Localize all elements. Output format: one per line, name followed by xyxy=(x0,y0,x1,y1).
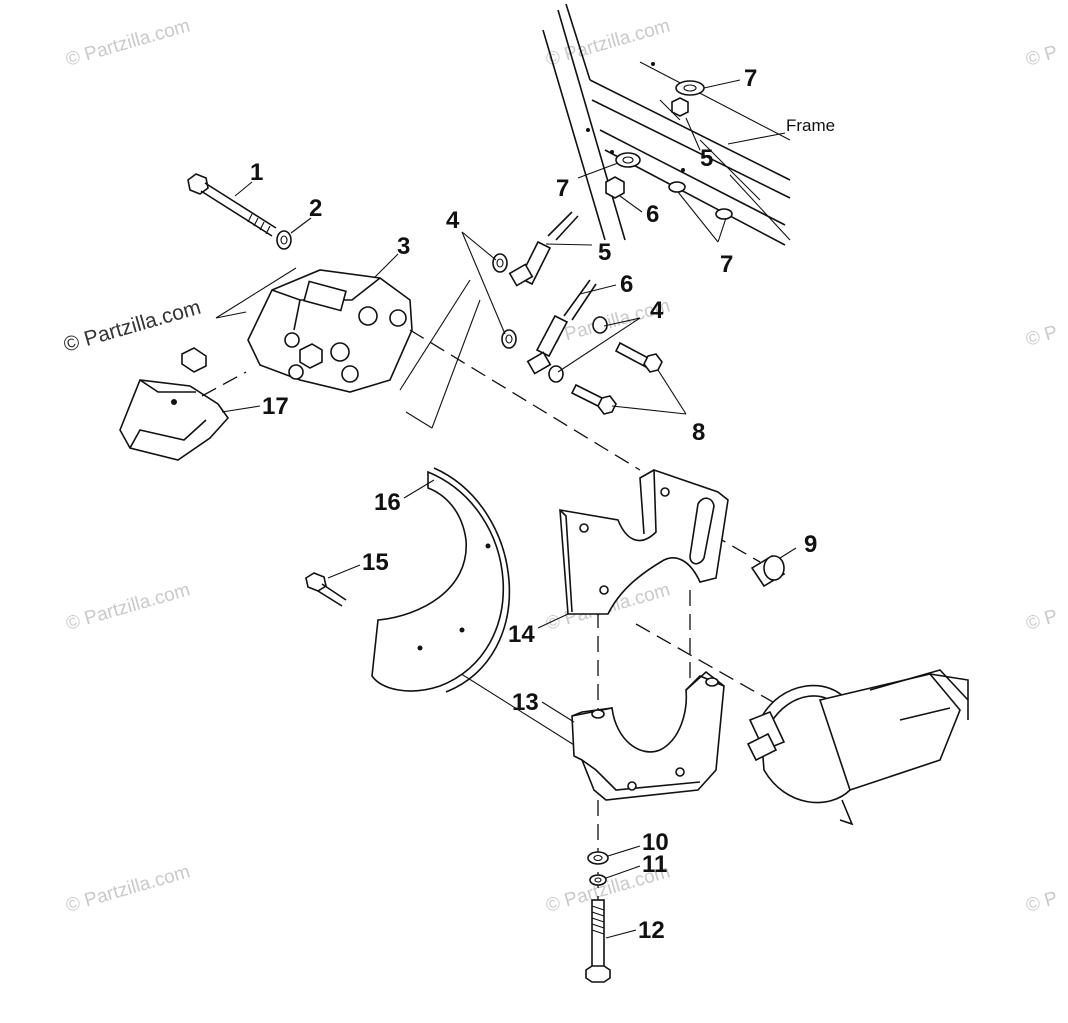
brake-line-upper xyxy=(508,211,579,287)
callout-5: 5 xyxy=(598,239,611,266)
frame-label: Frame xyxy=(786,116,835,135)
callout-4: 4 xyxy=(446,207,460,234)
watermark: © Partzilla.com xyxy=(64,861,193,916)
callout-7: 7 xyxy=(744,65,757,92)
callout-3: 3 xyxy=(397,233,410,260)
watermark: © P xyxy=(1024,42,1061,71)
callout-15: 15 xyxy=(362,549,389,576)
watermark: © P xyxy=(1024,888,1061,917)
callout-7: 7 xyxy=(720,251,733,278)
part-callouts: 1 2 3 4 4 5 5 6 6 7 7 7 8 9 10 11 12 13 … xyxy=(250,65,817,944)
watermark: © Partzilla.com xyxy=(64,15,193,70)
washer-10 xyxy=(587,851,609,865)
callout-16: 16 xyxy=(374,489,401,516)
disc-guard xyxy=(371,467,511,693)
leader-lines xyxy=(221,79,797,939)
washers-4 xyxy=(492,253,608,383)
watermark: © P xyxy=(1024,322,1061,351)
axle-housing xyxy=(746,669,969,826)
watermark: © P xyxy=(1024,606,1061,635)
callout-1: 1 xyxy=(250,159,263,186)
callout-9: 9 xyxy=(804,531,817,558)
callout-4: 4 xyxy=(650,297,664,324)
watermark: © Partzilla.com xyxy=(64,579,193,634)
mounting-bracket xyxy=(559,468,729,615)
caliper-bolt xyxy=(187,173,277,237)
lockwasher-11 xyxy=(589,874,607,886)
callout-6: 6 xyxy=(620,271,633,298)
callout-11: 11 xyxy=(642,851,667,878)
callout-6: 6 xyxy=(646,201,659,228)
washer-2 xyxy=(276,230,292,250)
callout-17: 17 xyxy=(262,393,289,420)
bolt-15 xyxy=(305,572,347,607)
callout-8: 8 xyxy=(692,419,705,446)
callout-7: 7 xyxy=(556,175,569,202)
brake-caliper xyxy=(247,269,413,393)
bushing-9 xyxy=(750,554,786,588)
callout-14: 14 xyxy=(508,621,535,648)
frame-leader xyxy=(727,132,786,145)
callout-5: 5 xyxy=(700,145,713,172)
callout-2: 2 xyxy=(309,195,322,222)
banjo-bolts-8 xyxy=(570,341,663,415)
brake-line-lower xyxy=(526,279,597,375)
bolt-12 xyxy=(585,899,611,983)
watermark-main: © Partzilla.com xyxy=(61,296,203,357)
callout-13: 13 xyxy=(512,689,539,716)
watermarks: © Partzilla.com © Partzilla.com © P © Pa… xyxy=(61,15,1060,916)
callout-12: 12 xyxy=(638,917,665,944)
brake-pads xyxy=(119,347,230,461)
callout-10: 10 xyxy=(642,829,669,856)
lower-bracket xyxy=(571,670,725,801)
frame-hardware xyxy=(586,62,733,220)
